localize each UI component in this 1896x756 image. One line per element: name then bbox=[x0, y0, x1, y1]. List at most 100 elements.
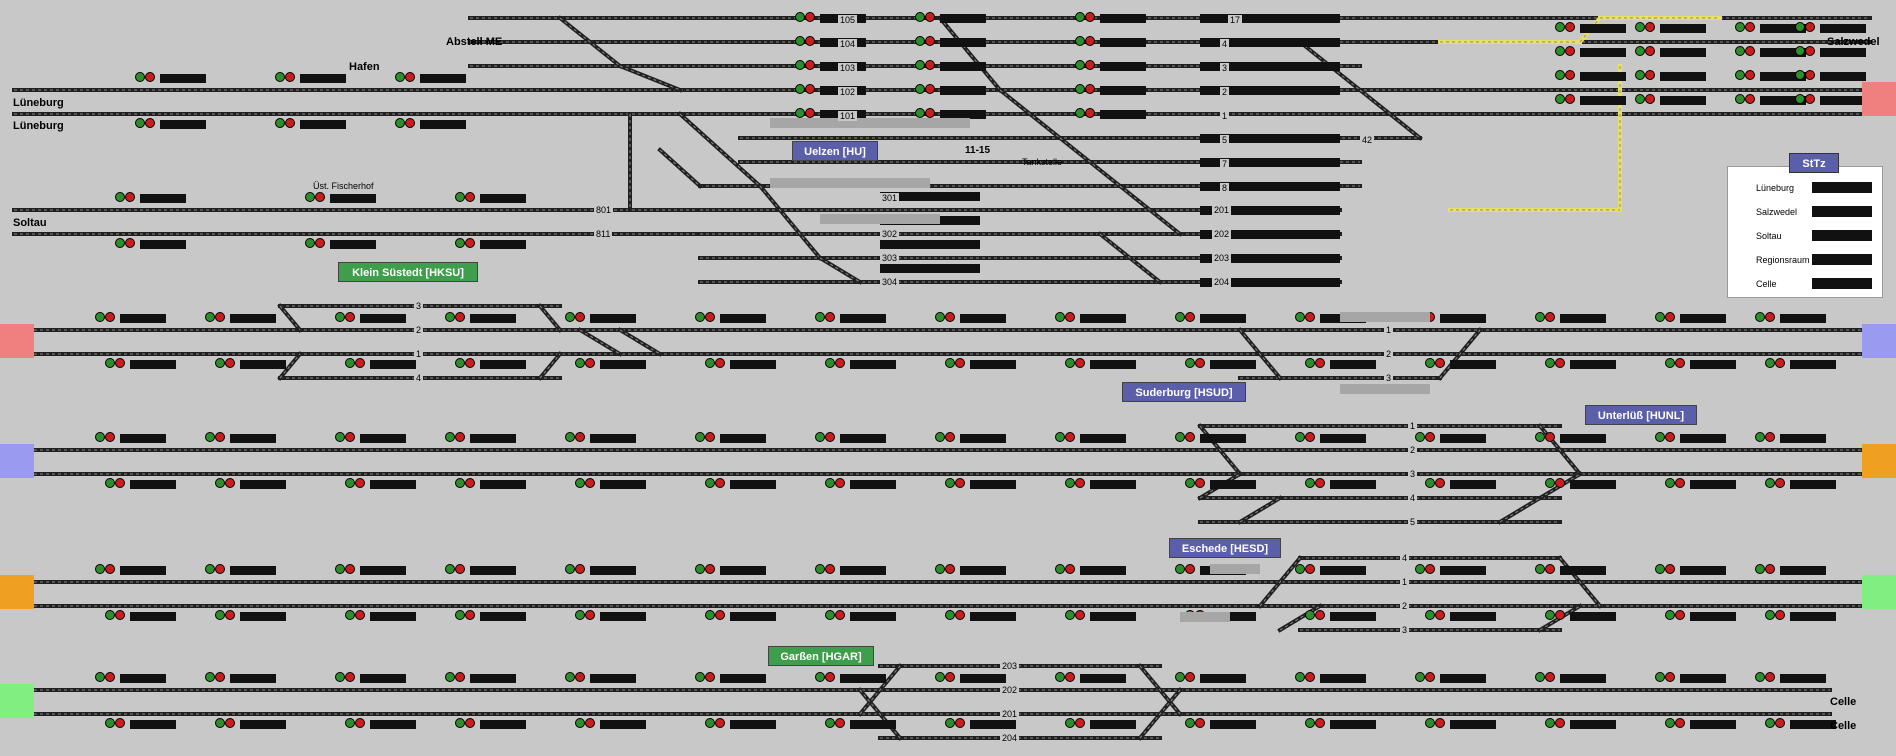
signal-light[interactable] bbox=[225, 358, 235, 368]
signal-light[interactable] bbox=[1665, 610, 1675, 620]
signal-light[interactable] bbox=[105, 672, 115, 682]
signal-light[interactable] bbox=[465, 238, 475, 248]
signal-light[interactable] bbox=[925, 108, 935, 118]
block-indicator[interactable] bbox=[880, 192, 940, 201]
signal-light[interactable] bbox=[205, 312, 215, 322]
signal-light[interactable] bbox=[925, 12, 935, 22]
block-indicator[interactable] bbox=[1090, 360, 1136, 369]
block-indicator[interactable] bbox=[970, 612, 1016, 621]
signal-light[interactable] bbox=[105, 312, 115, 322]
block-indicator[interactable] bbox=[160, 120, 206, 129]
signal-light[interactable] bbox=[315, 238, 325, 248]
block-indicator[interactable] bbox=[1320, 566, 1366, 575]
signal-light[interactable] bbox=[705, 358, 715, 368]
signal-light[interactable] bbox=[1535, 312, 1545, 322]
block-indicator[interactable] bbox=[120, 674, 166, 683]
signal-light[interactable] bbox=[1065, 432, 1075, 442]
signal-light[interactable] bbox=[1655, 432, 1665, 442]
signal-light[interactable] bbox=[1185, 672, 1195, 682]
signal-light[interactable] bbox=[95, 312, 105, 322]
signal-light[interactable] bbox=[1065, 718, 1075, 728]
block-indicator[interactable] bbox=[920, 216, 980, 225]
block-indicator[interactable] bbox=[1090, 720, 1136, 729]
block-indicator[interactable] bbox=[850, 480, 896, 489]
signal-light[interactable] bbox=[705, 610, 715, 620]
signal-light[interactable] bbox=[925, 60, 935, 70]
signal-light[interactable] bbox=[225, 478, 235, 488]
signal-light[interactable] bbox=[795, 36, 805, 46]
block-indicator[interactable] bbox=[1240, 134, 1300, 143]
signal-light[interactable] bbox=[1075, 478, 1085, 488]
signal-light[interactable] bbox=[945, 358, 955, 368]
signal-light[interactable] bbox=[1305, 564, 1315, 574]
signal-light[interactable] bbox=[925, 84, 935, 94]
block-indicator[interactable] bbox=[1280, 86, 1340, 95]
signal-light[interactable] bbox=[455, 312, 465, 322]
station-label-uelzen[interactable]: Uelzen [HU] bbox=[792, 141, 878, 161]
block-indicator[interactable] bbox=[940, 110, 986, 119]
signal-light[interactable] bbox=[465, 718, 475, 728]
signal-light[interactable] bbox=[95, 432, 105, 442]
signal-light[interactable] bbox=[1305, 672, 1315, 682]
signal-light[interactable] bbox=[105, 610, 115, 620]
signal-light[interactable] bbox=[1175, 432, 1185, 442]
block-indicator[interactable] bbox=[140, 240, 186, 249]
signal-light[interactable] bbox=[575, 672, 585, 682]
signal-light[interactable] bbox=[955, 718, 965, 728]
signal-light[interactable] bbox=[1645, 22, 1655, 32]
signal-light[interactable] bbox=[705, 478, 715, 488]
station-label-suderburg[interactable]: Suderburg [HSUD] bbox=[1122, 382, 1246, 402]
signal-light[interactable] bbox=[1765, 672, 1775, 682]
signal-light[interactable] bbox=[1195, 358, 1205, 368]
block-indicator[interactable] bbox=[1210, 360, 1256, 369]
signal-light[interactable] bbox=[945, 672, 955, 682]
signal-light[interactable] bbox=[705, 432, 715, 442]
block-indicator[interactable] bbox=[1240, 14, 1300, 23]
signal-light[interactable] bbox=[1315, 478, 1325, 488]
signal-light[interactable] bbox=[1735, 46, 1745, 56]
signal-light[interactable] bbox=[205, 432, 215, 442]
signal-light[interactable] bbox=[1795, 22, 1805, 32]
signal-light[interactable] bbox=[1185, 358, 1195, 368]
signal-light[interactable] bbox=[1055, 312, 1065, 322]
signal-light[interactable] bbox=[1795, 94, 1805, 104]
block-indicator[interactable] bbox=[1280, 206, 1340, 215]
block-indicator[interactable] bbox=[1760, 48, 1806, 57]
signal-light[interactable] bbox=[825, 432, 835, 442]
signal-light[interactable] bbox=[705, 718, 715, 728]
block-indicator[interactable] bbox=[230, 566, 276, 575]
signal-light[interactable] bbox=[95, 672, 105, 682]
block-indicator[interactable] bbox=[1240, 86, 1300, 95]
signal-light[interactable] bbox=[1745, 46, 1755, 56]
block-indicator[interactable] bbox=[1440, 566, 1486, 575]
signal-light[interactable] bbox=[795, 84, 805, 94]
signal-light[interactable] bbox=[1545, 312, 1555, 322]
block-indicator[interactable] bbox=[240, 360, 286, 369]
block-indicator[interactable] bbox=[1690, 612, 1736, 621]
signal-light[interactable] bbox=[1665, 358, 1675, 368]
signal-light[interactable] bbox=[465, 478, 475, 488]
signal-light[interactable] bbox=[795, 12, 805, 22]
signal-light[interactable] bbox=[115, 610, 125, 620]
signal-light[interactable] bbox=[335, 564, 345, 574]
block-indicator[interactable] bbox=[1790, 720, 1836, 729]
block-indicator[interactable] bbox=[960, 674, 1006, 683]
signal-light[interactable] bbox=[1765, 718, 1775, 728]
signal-light[interactable] bbox=[575, 718, 585, 728]
block-indicator[interactable] bbox=[1080, 674, 1126, 683]
signal-light[interactable] bbox=[1555, 358, 1565, 368]
signal-light[interactable] bbox=[1545, 610, 1555, 620]
block-indicator[interactable] bbox=[470, 434, 516, 443]
block-indicator[interactable] bbox=[1680, 674, 1726, 683]
signal-light[interactable] bbox=[1435, 718, 1445, 728]
signal-light[interactable] bbox=[715, 478, 725, 488]
block-indicator[interactable] bbox=[480, 720, 526, 729]
signal-light[interactable] bbox=[805, 108, 815, 118]
block-indicator[interactable] bbox=[850, 612, 896, 621]
signal-light[interactable] bbox=[125, 238, 135, 248]
block-indicator[interactable] bbox=[240, 720, 286, 729]
signal-light[interactable] bbox=[1755, 564, 1765, 574]
edge-marker-sud-left[interactable] bbox=[0, 444, 34, 478]
block-indicator[interactable] bbox=[230, 674, 276, 683]
signal-light[interactable] bbox=[825, 358, 835, 368]
